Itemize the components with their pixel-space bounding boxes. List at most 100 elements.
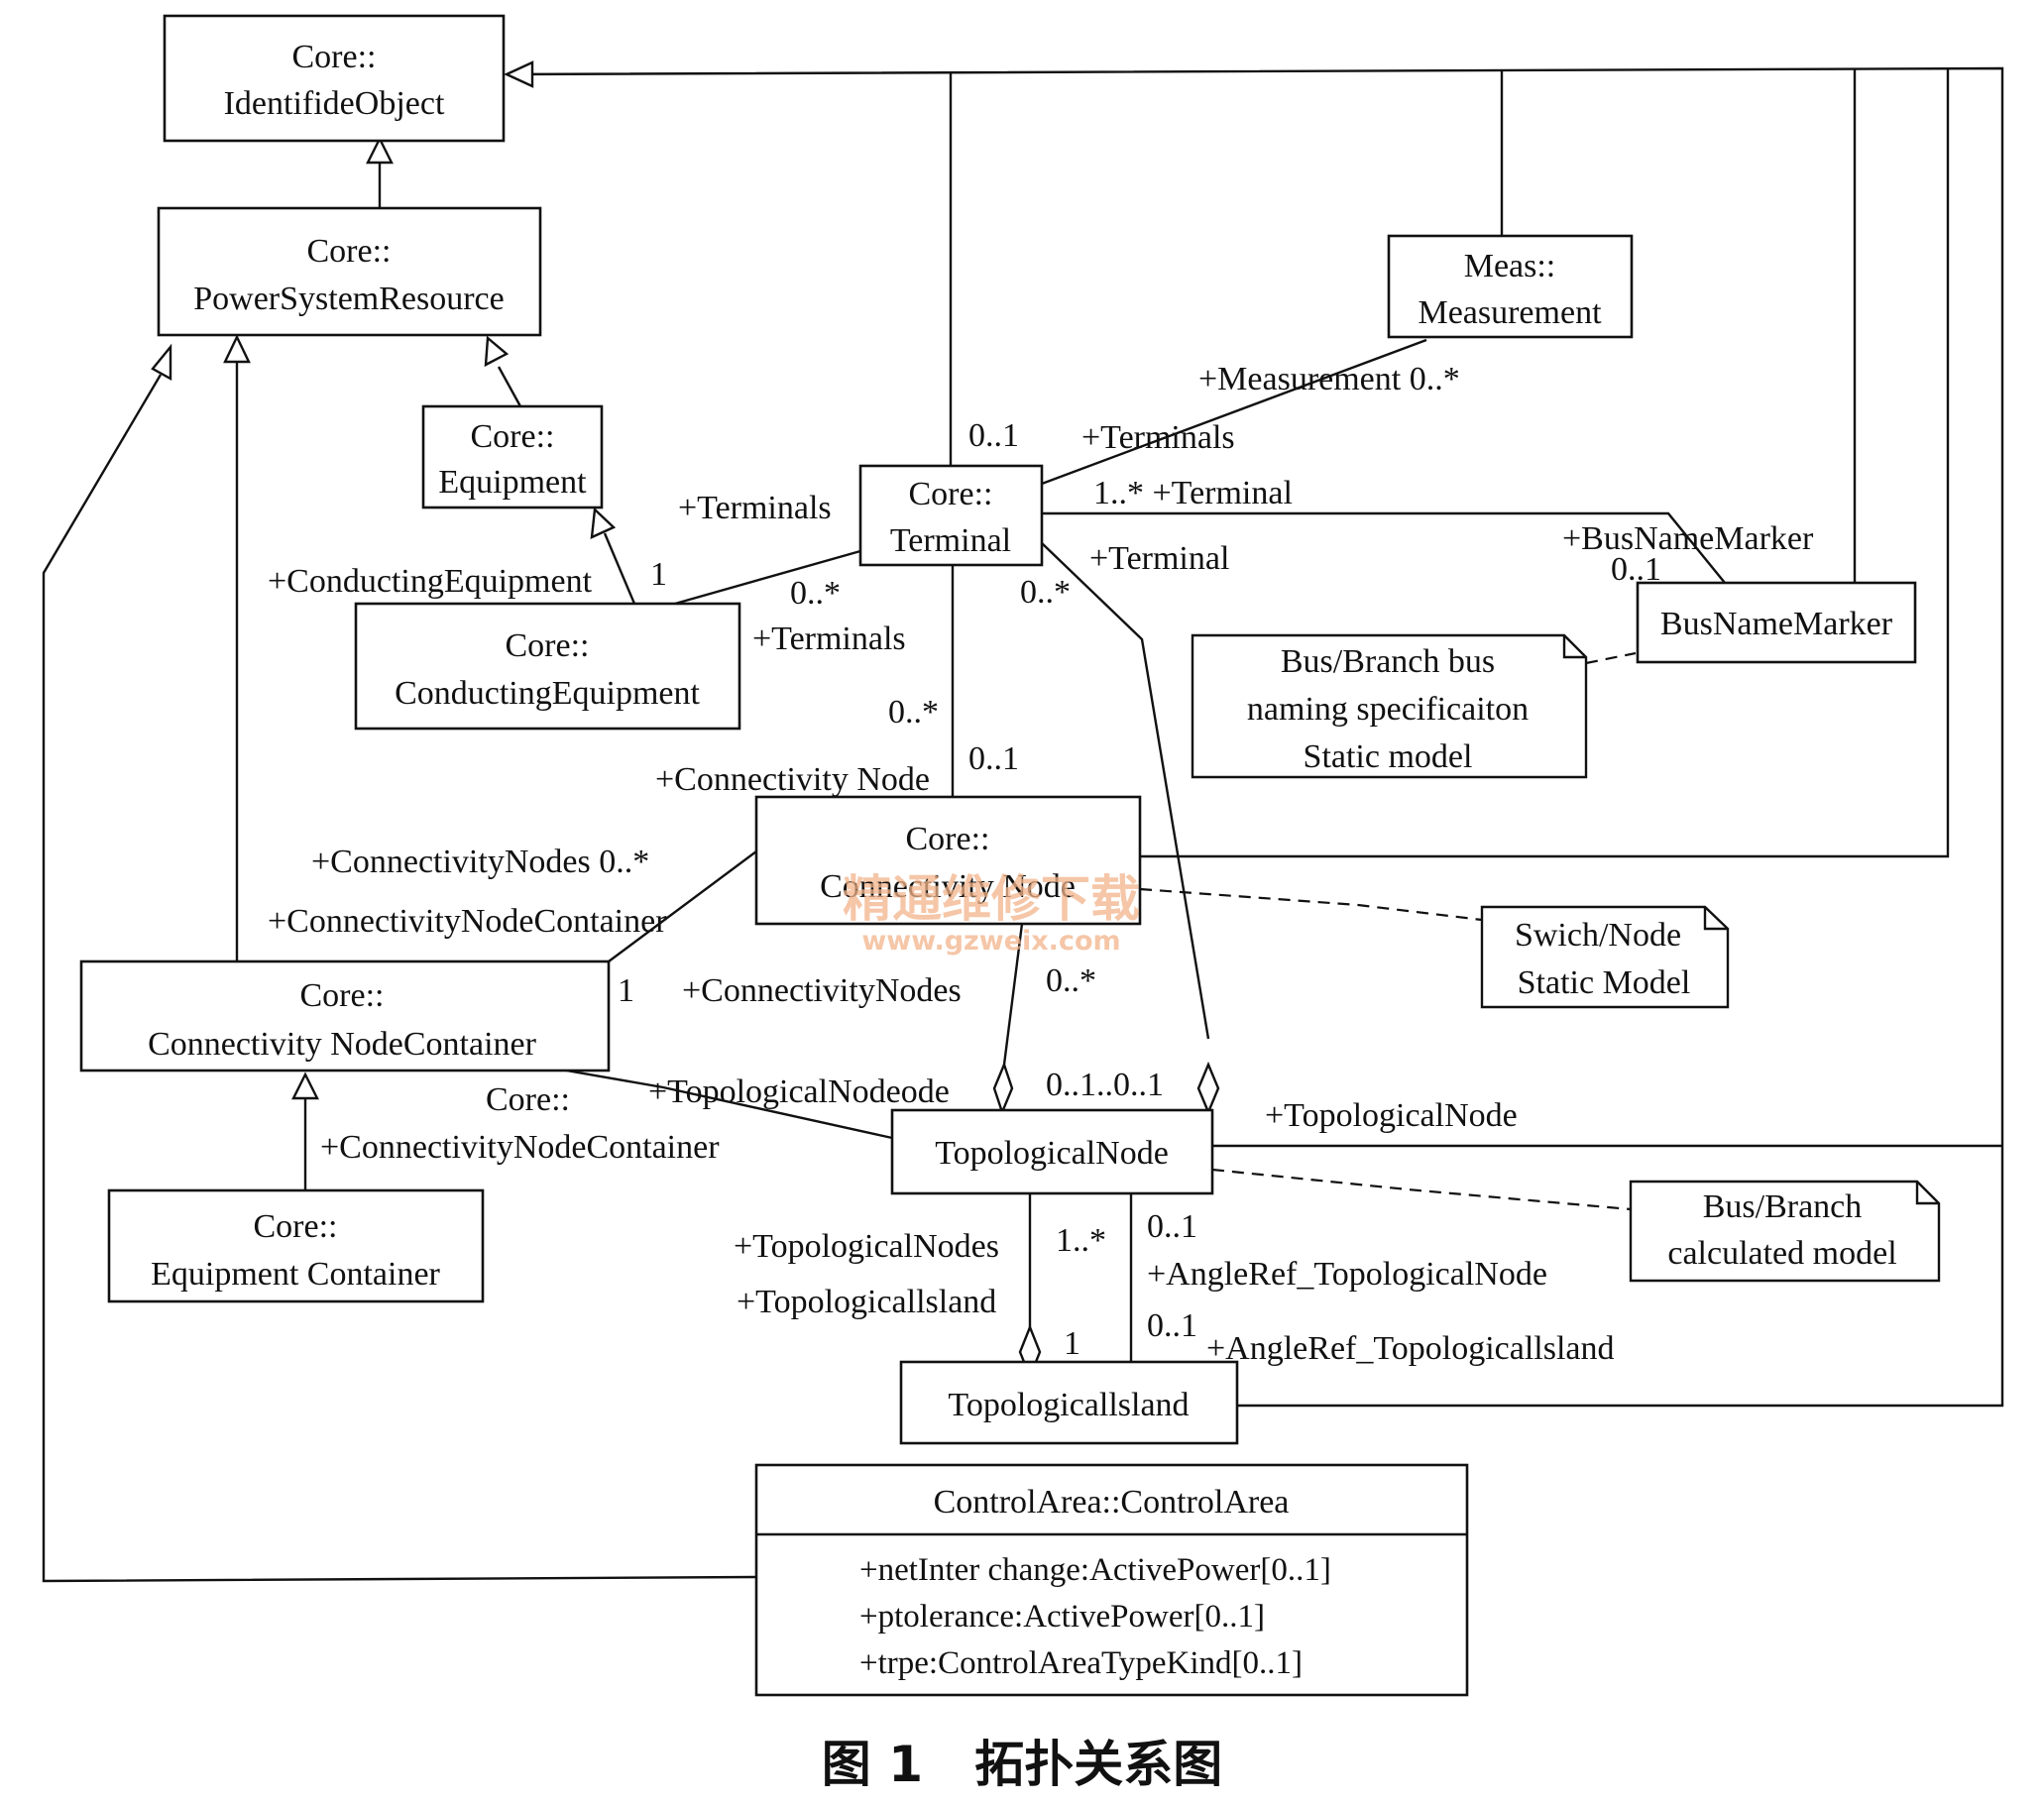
role-label: +Topologicallsland <box>737 1284 996 1320</box>
class-stereotype: Core:: <box>307 233 392 270</box>
association-cncontainer-topological-node <box>554 1067 893 1140</box>
role-label: +Terminals <box>678 490 832 526</box>
role-label: +TopologicalNode <box>1265 1097 1518 1134</box>
note-line: Swich/Node <box>1515 917 1681 954</box>
multiplicity-label: 0..1 <box>1147 1208 1197 1245</box>
role-label: +Terminal <box>1089 540 1229 577</box>
multiplicity-label: 0..1 <box>968 740 1019 777</box>
role-label: +ConnectivityNodeContainer <box>320 1129 720 1166</box>
figure-caption: 图 1 拓扑关系图 <box>822 1736 1222 1793</box>
multiplicity-label: 0..* <box>1020 574 1071 611</box>
note-link-switch-node <box>1139 887 1483 922</box>
class-control-area: ControlArea::ControlArea +netInter chang… <box>754 1463 1469 1697</box>
multiplicity-label: 0..* <box>790 575 841 612</box>
class-stereotype: Core:: <box>254 1208 338 1245</box>
class-name: Topologicallsland <box>948 1387 1189 1423</box>
role-label: +Terminals <box>752 620 906 657</box>
class-topological-island: Topologicallsland <box>899 1360 1239 1445</box>
generalization-arrowhead <box>291 1072 319 1100</box>
class-bus-name-marker: BusNameMarker <box>1636 581 1917 664</box>
aggregation-diamond <box>1196 1061 1220 1116</box>
role-label: +ConductingEquipment <box>268 563 593 600</box>
class-stereotype: Core:: <box>506 627 590 664</box>
note-line: calculated model <box>1667 1235 1896 1272</box>
class-name: Equipment <box>438 464 587 501</box>
multiplicity-label: 0..* <box>888 694 939 731</box>
role-label: +TopologicalNodes <box>734 1228 999 1265</box>
role-label: +TopologicalNodeode <box>648 1073 950 1110</box>
class-name: Connectivity NodeContainer <box>148 1026 537 1063</box>
role-label: +ConnectivityNodeContainer <box>268 903 667 940</box>
generalization-arrowhead <box>151 343 172 382</box>
role-label: +Measurement 0..* <box>1198 361 1460 397</box>
multiplicity-label: 0..1..0..1 <box>1046 1067 1164 1103</box>
class-name: TopologicalNode <box>935 1135 1169 1172</box>
note-line: Bus/Branch <box>1703 1188 1863 1225</box>
association-cn-topological-node <box>1002 923 1024 1066</box>
class-connectivity-node: Core:: Connectivity Node <box>754 795 1142 926</box>
generalization-arrowhead <box>484 335 510 368</box>
class-attribute: +ptolerance:ActivePower[0..1] <box>859 1599 1265 1635</box>
generalization-line-conducting-equipment <box>603 532 636 605</box>
role-label: +AngleRef_Topologicallsland <box>1206 1330 1615 1367</box>
multiplicity-label: 0..1 <box>1147 1307 1197 1344</box>
role-label: +Connectivity Node <box>655 761 930 798</box>
note-bus-branch-calc: Bus/Branch calculated model <box>1629 1180 1941 1283</box>
multiplicity-label: 0..* <box>1046 962 1096 999</box>
watermark-text: 精通维修下载 <box>843 870 1140 928</box>
class-name: Terminal <box>890 522 1011 559</box>
role-label: +AngleRef_TopologicalNode <box>1147 1256 1547 1293</box>
multiplicity-label: 1 <box>618 972 634 1009</box>
class-name: Equipment Container <box>151 1256 440 1293</box>
generalization-line-control-area <box>42 374 757 1583</box>
class-stereotype: Core:: <box>471 418 555 455</box>
class-conducting-equipment: Core:: ConductingEquipment <box>354 602 741 731</box>
role-label: +ConnectivityNodes 0..* <box>311 844 649 880</box>
class-name: BusNameMarker <box>1660 606 1893 642</box>
class-equipment: Core:: Equipment <box>421 404 604 509</box>
class-connectivity-node-container: Core:: Connectivity NodeContainer <box>79 959 611 1072</box>
class-name: ControlArea::ControlArea <box>934 1484 1290 1521</box>
note-bus-branch-naming: Bus/Branch bus naming specificaiton Stat… <box>1191 633 1588 779</box>
class-stereotype: Meas:: <box>1464 248 1556 284</box>
class-power-system-resource: Core:: PowerSystemResource <box>157 206 542 337</box>
role-label: +Terminals <box>1081 419 1235 456</box>
multiplicity-label: 0..1 <box>968 417 1019 454</box>
generalization-arrowhead <box>590 507 617 539</box>
note-switch-node: Swich/Node Static Model <box>1480 905 1730 1009</box>
class-stereotype: Core:: <box>906 821 990 857</box>
association-terminal-conducting-equipment <box>674 549 861 606</box>
role-label: Core:: <box>486 1081 570 1118</box>
note-link-bus-branch-calc <box>1211 1168 1632 1211</box>
generalization-line-connectivity-node <box>1140 69 1950 858</box>
class-name: ConductingEquipment <box>395 675 700 712</box>
note-line: Static model <box>1304 738 1473 775</box>
class-name: IdentifideObject <box>224 85 445 122</box>
generalization-arrowhead <box>366 136 394 165</box>
role-label: +BusNameMarker <box>1562 520 1814 557</box>
role-label: 1..* +Terminal <box>1093 475 1293 511</box>
note-link-bus-branch-naming <box>1585 651 1637 665</box>
generalization-arrowhead <box>223 334 251 364</box>
class-attribute: +trpe:ControlAreaTypeKind[0..1] <box>859 1645 1303 1681</box>
generalization-line-topological-island <box>506 66 2004 1408</box>
class-stereotype: Core:: <box>300 977 385 1014</box>
class-terminal: Core:: Terminal <box>858 464 1044 567</box>
class-name: Connectivity Node <box>820 868 1076 905</box>
class-stereotype: Core:: <box>292 39 377 75</box>
multiplicity-label: 1 <box>1064 1325 1080 1362</box>
association-labels: 0..1 +Terminals +Measurement 0..* +Termi… <box>268 361 1814 1367</box>
association-terminal-topological-node <box>1041 542 1210 1040</box>
class-topological-node: TopologicalNode <box>890 1108 1214 1195</box>
multiplicity-label: 0..1 <box>1611 551 1661 588</box>
watermark: 精通维修下载 www.gzweix.com <box>843 870 1140 957</box>
generalization-line-equipment <box>497 366 522 407</box>
class-name: PowerSystemResource <box>193 281 505 317</box>
multiplicity-label: 1..* <box>1056 1222 1106 1259</box>
generalization-arrowhead <box>504 60 534 88</box>
note-line: Bus/Branch bus <box>1281 643 1495 680</box>
class-stereotype: Core:: <box>909 476 993 512</box>
class-name: Measurement <box>1418 294 1602 331</box>
association-terminal-busnamemarker <box>1042 511 1726 584</box>
